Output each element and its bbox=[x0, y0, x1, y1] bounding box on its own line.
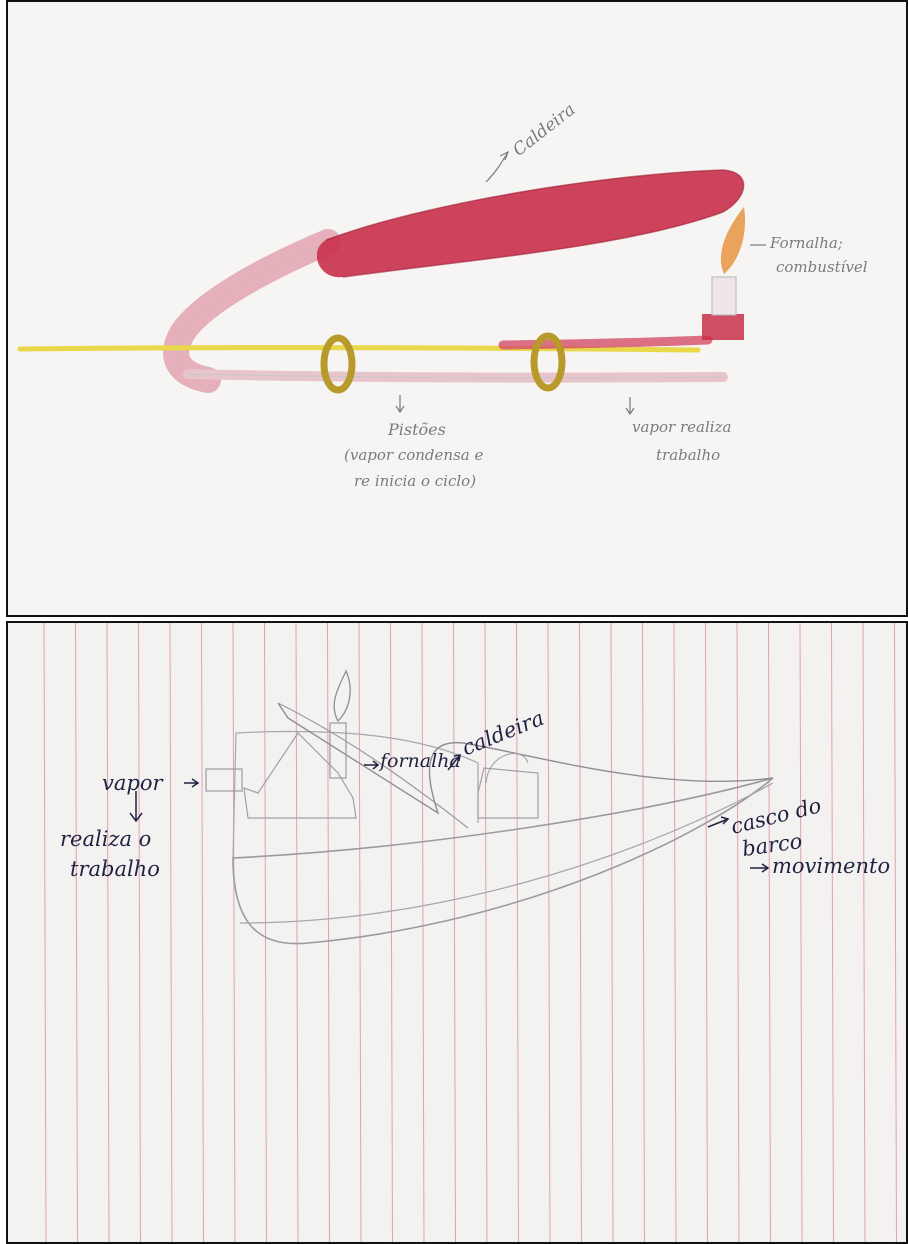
boat-hull bbox=[233, 778, 773, 944]
arrow-vapor-b bbox=[184, 779, 198, 787]
bottom-drawing-panel: caldeira casco do barco fornalha vapor r… bbox=[6, 621, 908, 1244]
pipe-back bbox=[176, 242, 328, 380]
furnace-base bbox=[702, 314, 744, 340]
arrow-vapor bbox=[626, 397, 634, 414]
boiler bbox=[317, 170, 744, 277]
label-fornalha-2: combustível bbox=[776, 260, 868, 275]
arrow-caldeira bbox=[486, 152, 508, 182]
label-pistoes-note-1: (vapor condensa e bbox=[344, 448, 483, 463]
arrow-movimento bbox=[750, 864, 768, 872]
vapor-outlet bbox=[206, 769, 242, 791]
arrow-realiza bbox=[130, 791, 142, 821]
label-fornalha-1: Fornalha; bbox=[770, 236, 843, 251]
arrow-pistoes bbox=[396, 395, 404, 412]
red-pipe bbox=[503, 340, 708, 345]
arrow-casco bbox=[708, 817, 728, 827]
label-pistoes: Pistões bbox=[388, 422, 446, 438]
label-fornalha-b: fornalha bbox=[380, 752, 461, 771]
label-vapor-2: trabalho bbox=[656, 448, 720, 463]
label-pistoes-note-2: re inicia o ciclo) bbox=[354, 474, 476, 489]
label-vapor-b: vapor bbox=[102, 773, 163, 794]
candle bbox=[712, 277, 736, 315]
label-movimento: movimento bbox=[772, 856, 890, 877]
candle-sketch bbox=[330, 723, 346, 778]
label-realiza-1: realiza o bbox=[60, 829, 151, 850]
steam-engine-sketch bbox=[8, 2, 908, 617]
yellow-rail bbox=[20, 348, 698, 350]
flame bbox=[721, 207, 745, 274]
furnace-sketch bbox=[244, 733, 356, 818]
label-vapor-1: vapor realiza bbox=[632, 420, 731, 435]
steam-boat-sketch bbox=[8, 623, 908, 1244]
top-drawing-panel: Caldeira Fornalha; combustível Pistões (… bbox=[6, 0, 908, 617]
flame-sketch bbox=[334, 671, 350, 721]
label-realiza-2: trabalho bbox=[70, 859, 160, 880]
